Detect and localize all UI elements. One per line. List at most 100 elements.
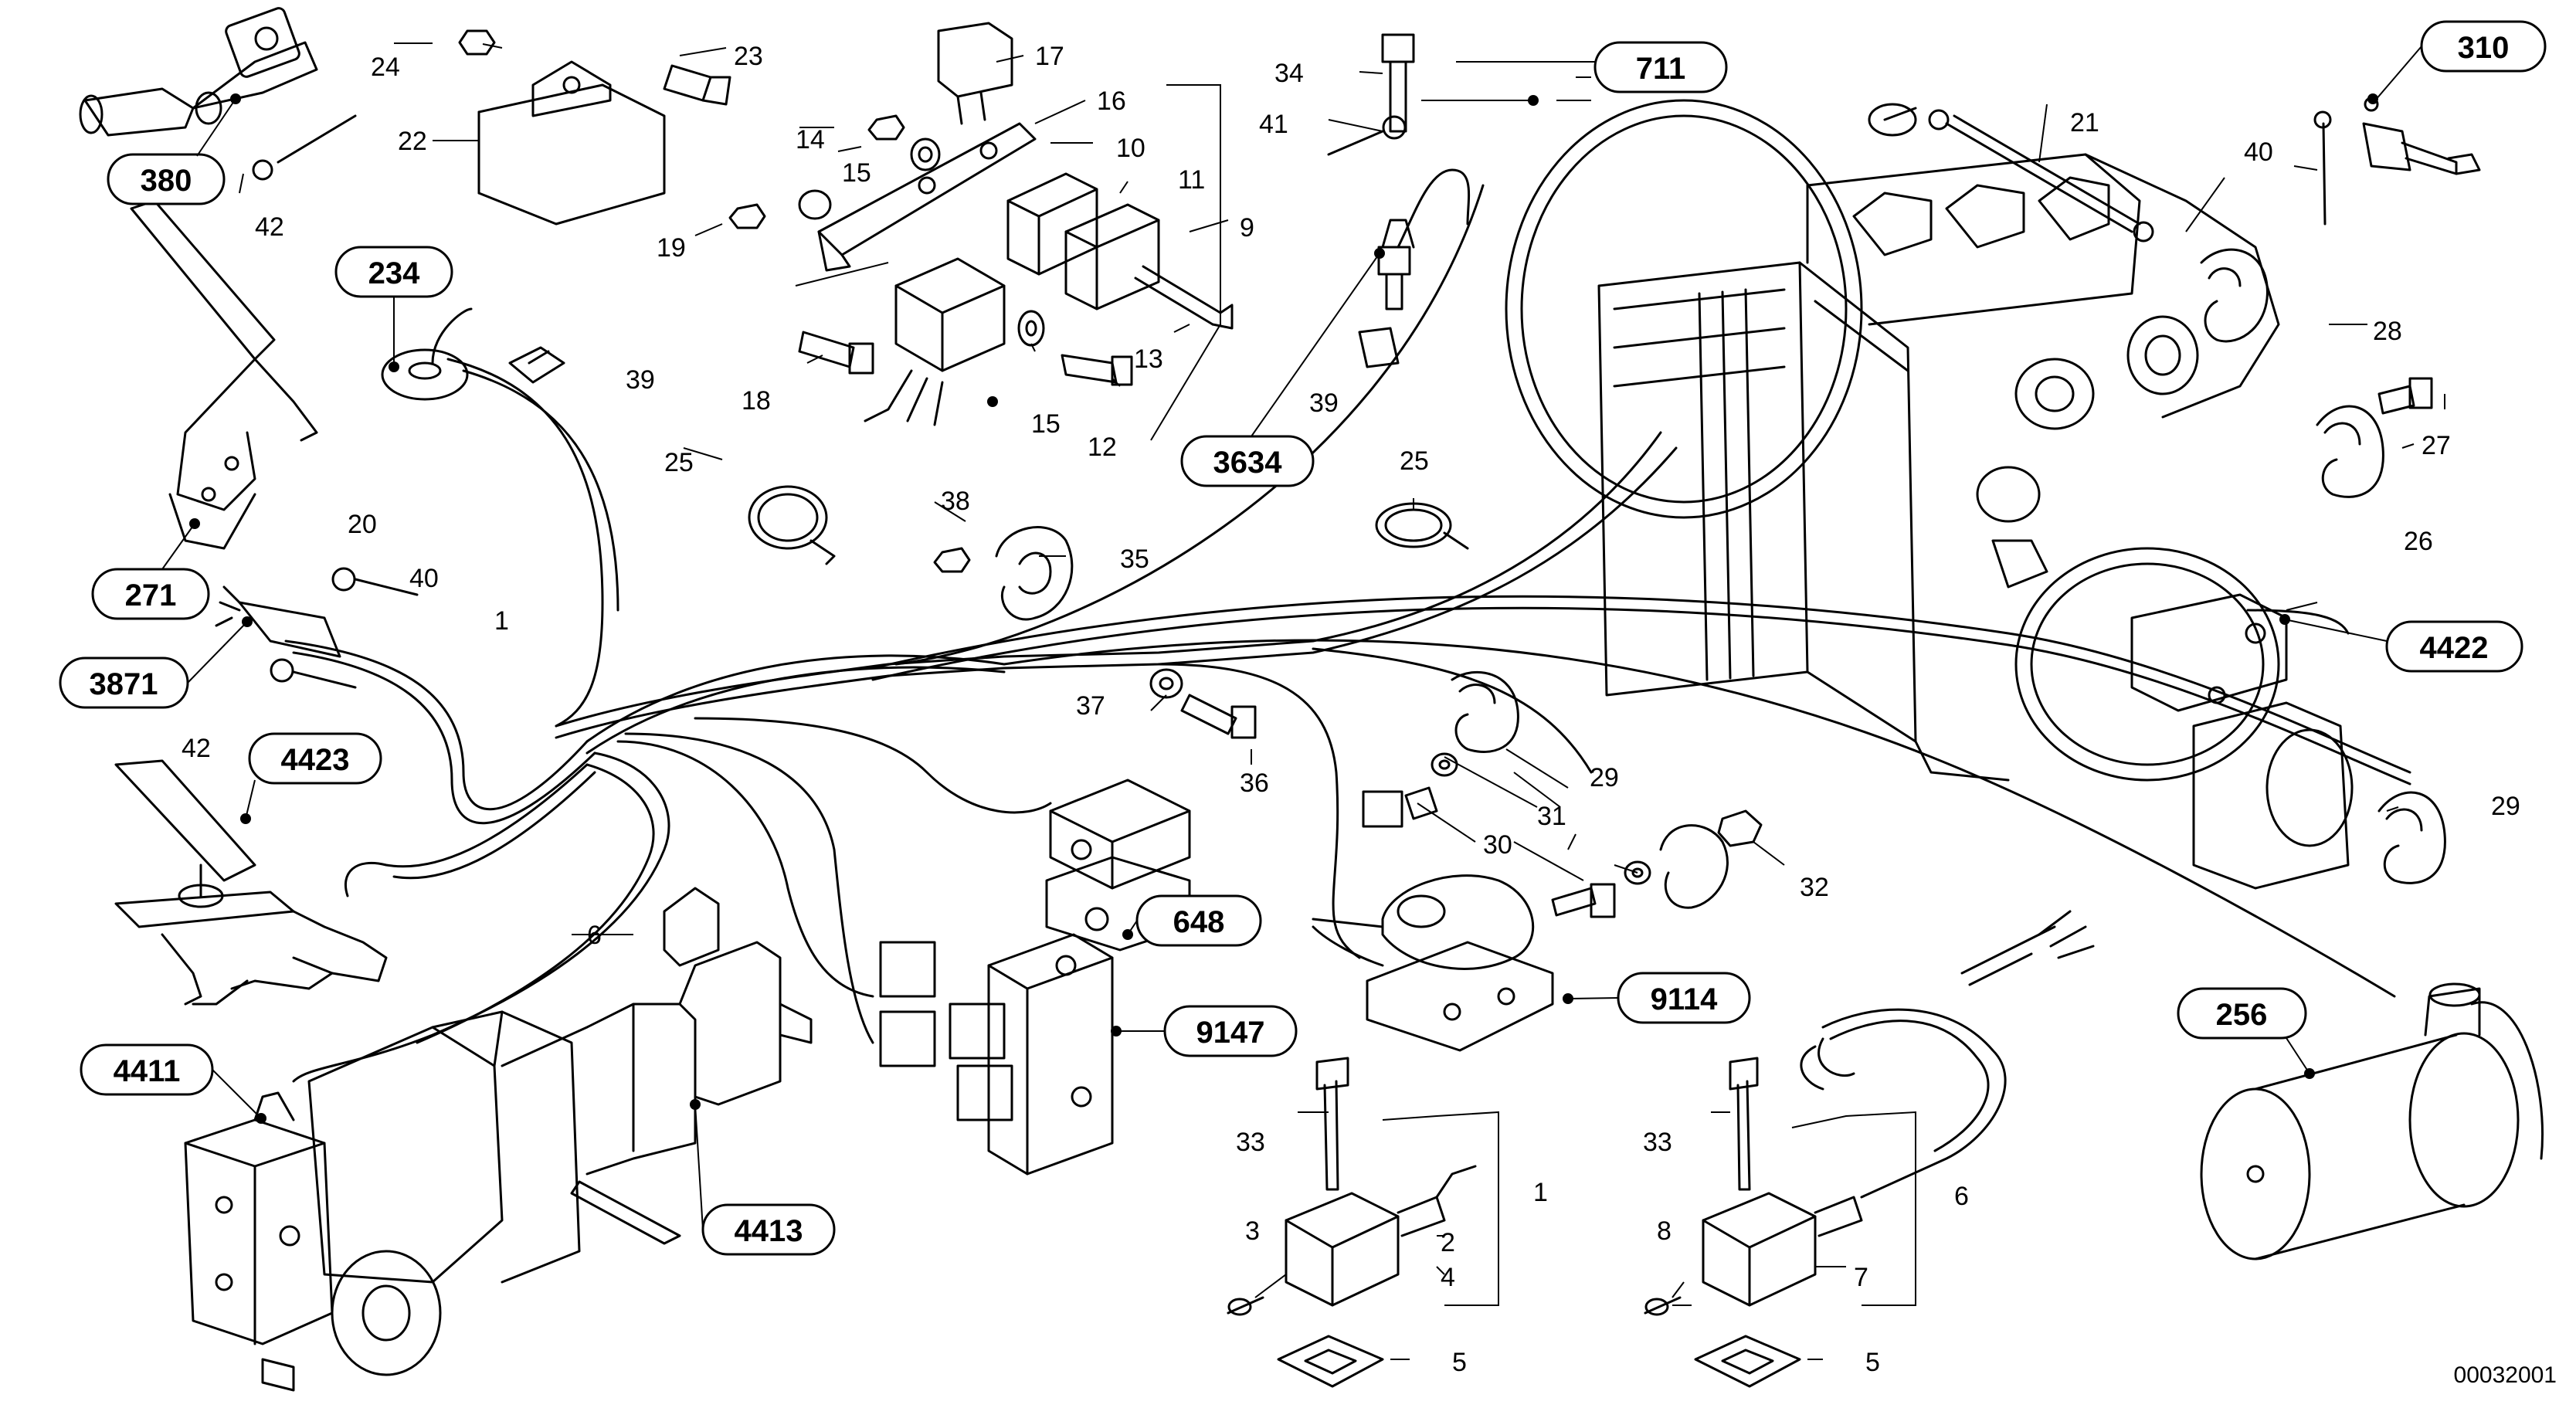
svg-text:9114: 9114	[1651, 982, 1719, 1016]
harness-branch-lower	[292, 647, 1593, 1083]
washer-31	[1431, 752, 1651, 885]
part-25a: 25	[664, 448, 694, 477]
gasket-5-left	[1277, 1335, 1384, 1388]
part-3: 3	[1245, 1216, 1260, 1246]
svg-text:271: 271	[125, 578, 177, 612]
harness-branch-right	[871, 595, 2411, 998]
part-28: 28	[2373, 317, 2402, 346]
nut-38	[933, 547, 971, 573]
washer-37	[1149, 668, 1183, 699]
label-648: 648	[1127, 894, 1262, 947]
part-22: 22	[398, 127, 427, 156]
nut-24	[458, 29, 496, 56]
part-9: 9	[1240, 213, 1254, 243]
bolt-36	[1180, 694, 1257, 739]
svg-text:648: 648	[1173, 905, 1225, 939]
part-17: 17	[1035, 42, 1064, 71]
part-39a: 39	[626, 365, 655, 395]
cable-lug-40-right	[2313, 110, 2332, 226]
part-40b: 40	[2244, 137, 2273, 167]
label-4422: 4422	[2284, 619, 2523, 673]
bolt-30	[1362, 786, 1616, 918]
part-31: 31	[1537, 802, 1566, 831]
part-5b: 5	[1865, 1348, 1880, 1377]
part-16: 16	[1097, 87, 1126, 116]
label-9114: 9114	[1567, 972, 1751, 1024]
screw-12	[1061, 354, 1133, 386]
drawing-number: 00032001	[2454, 1362, 2557, 1388]
part-25b: 25	[1400, 446, 1429, 476]
svg-text:234: 234	[368, 256, 420, 290]
main-harness-1	[284, 640, 596, 825]
part-26: 26	[2404, 527, 2433, 556]
label-9147: 9147	[1116, 1005, 1298, 1057]
clip-39-left	[508, 346, 565, 384]
part-29b: 29	[2491, 792, 2520, 821]
part-37: 37	[1076, 691, 1105, 721]
svg-text:711: 711	[1636, 52, 1686, 86]
label-256: 256	[2177, 987, 2310, 1074]
cable-terminal-42	[252, 114, 357, 181]
washer-15-lower	[1017, 310, 1045, 347]
part-2: 2	[1441, 1228, 1455, 1257]
svg-text:4411: 4411	[114, 1054, 181, 1088]
part-34: 34	[1274, 59, 1304, 88]
part-20: 20	[348, 510, 377, 539]
part-40a: 40	[409, 564, 439, 593]
part-41: 41	[1259, 110, 1288, 139]
cable-tie	[570, 1180, 681, 1245]
plug-39-right	[1358, 327, 1400, 368]
bolt-13	[1134, 265, 1234, 330]
svg-text:4413: 4413	[735, 1214, 803, 1248]
harness-6-lower	[1800, 910, 2095, 1199]
plug-connector-7	[1702, 1192, 1863, 1307]
part-23: 23	[734, 42, 763, 71]
cable-terminals-3871	[215, 567, 419, 689]
gasket-5-right	[1694, 1335, 1801, 1388]
hydraulic-pump-4422	[2130, 593, 2354, 890]
part-42b: 42	[182, 734, 211, 763]
pin-3	[1227, 1296, 1264, 1316]
part-1b: 1	[1533, 1178, 1548, 1207]
fuse-block-11	[1064, 203, 1160, 310]
bolt-33-left	[1315, 1057, 1349, 1191]
svg-text:4423: 4423	[281, 743, 350, 777]
clamp-26	[2316, 405, 2384, 498]
label-310: 310	[2420, 20, 2547, 73]
relay-socket	[864, 257, 1006, 426]
label-3871: 3871	[59, 621, 248, 709]
part-numbers: 24 23 22 17 16 14 15 10 11 19 9 18 15 12…	[182, 42, 2520, 1377]
bolt-18	[798, 331, 874, 375]
label-234: 234	[334, 246, 453, 367]
part-30: 30	[1483, 830, 1512, 860]
part-32: 32	[1800, 873, 1829, 902]
thin-cables	[894, 168, 2350, 666]
cable-lug-41	[1327, 115, 1407, 156]
label-271: 271	[91, 523, 210, 620]
harness-to-pedal-4423	[344, 763, 596, 897]
bolt-23	[663, 64, 731, 106]
svg-text:256: 256	[2216, 998, 2268, 1032]
svg-text:4422: 4422	[2420, 631, 2489, 665]
part-5a: 5	[1452, 1348, 1467, 1377]
svg-text:9147: 9147	[1196, 1016, 1265, 1050]
relay-17	[937, 22, 1013, 125]
part-4: 4	[1441, 1263, 1455, 1292]
mounting-bracket-16	[817, 122, 1037, 272]
valve-block-9147	[879, 933, 1114, 1176]
clamp-28	[2200, 248, 2269, 343]
hydraulic-pump-4413	[307, 887, 813, 1376]
part-12: 12	[1088, 433, 1117, 462]
sensor-3634	[1377, 219, 1415, 310]
clamp-29-upper	[1451, 670, 1519, 753]
clip-35	[995, 526, 1074, 621]
part-24: 24	[371, 53, 400, 82]
label-4423: 4423	[245, 732, 382, 819]
part-27: 27	[2422, 431, 2451, 460]
grommet-234	[381, 307, 473, 401]
pedal-271	[130, 199, 318, 550]
bolt-33-right	[1729, 1057, 1759, 1191]
clamp-29-right	[2377, 791, 2446, 884]
knob-assembly-drawing	[79, 7, 318, 137]
